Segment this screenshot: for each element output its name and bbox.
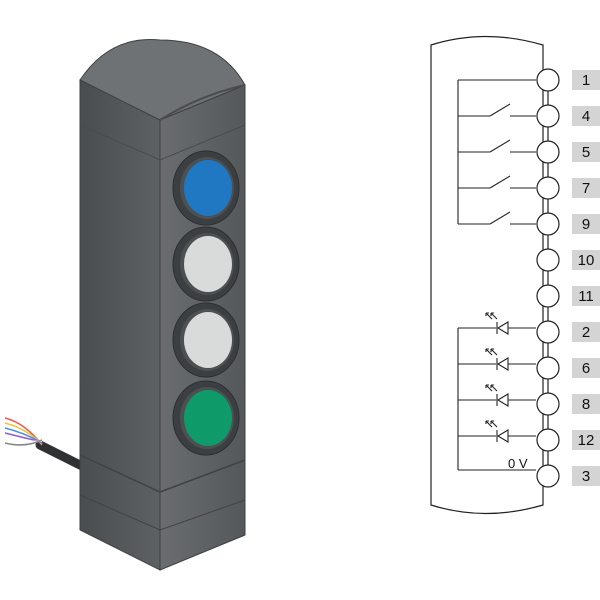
terminal-label-box — [572, 214, 600, 234]
led-symbol — [458, 312, 536, 335]
housing-side-face — [79, 79, 161, 571]
pushbutton-station-illustration — [4, 39, 246, 571]
terminal-label: 7 — [582, 180, 590, 197]
ground-label: 0 V — [508, 456, 528, 471]
terminal-circle — [536, 104, 560, 128]
terminal-4: 4 — [536, 104, 600, 128]
white-button-upper[interactable] — [172, 226, 240, 302]
terminal-label-box — [572, 358, 600, 378]
terminal-circle — [536, 212, 560, 236]
terminal-label-box — [572, 322, 600, 342]
terminal-label-box — [572, 70, 600, 90]
led-indicators — [457, 312, 536, 471]
schematic-housing-outline — [430, 35, 544, 515]
terminal-7: 7 — [536, 176, 600, 200]
blue-button[interactable] — [172, 150, 240, 226]
terminal-circle — [536, 68, 560, 92]
terminal-8: 8 — [536, 392, 600, 416]
terminal-circle — [536, 248, 560, 272]
terminal-label: 3 — [582, 468, 590, 485]
terminal-label: 12 — [578, 432, 595, 449]
green-button[interactable] — [172, 380, 240, 456]
terminal-circle — [536, 284, 560, 308]
terminal-2: 2 — [536, 320, 600, 344]
cable — [4, 417, 95, 475]
housing-top-cap — [79, 39, 246, 121]
terminal-label-box — [572, 250, 600, 270]
terminal-6: 6 — [536, 356, 600, 380]
terminal-circle — [536, 320, 560, 344]
led-symbol — [458, 384, 536, 407]
cable-wires — [4, 417, 43, 446]
terminal-9: 9 — [536, 212, 600, 236]
terminal-label: 2 — [582, 324, 590, 341]
terminal-label-box — [572, 394, 600, 414]
terminal-circle — [536, 176, 560, 200]
terminal-3: 3 — [536, 464, 600, 488]
terminal-circle — [536, 356, 560, 380]
terminal-circle — [536, 140, 560, 164]
terminal-label-box — [572, 430, 600, 450]
button-column — [172, 150, 240, 456]
terminal-label: 4 — [582, 108, 590, 125]
terminal-list: 1 4 5 7 9 10 11 2 6 8 12 3 — [536, 68, 600, 488]
terminal-label: 1 — [582, 72, 590, 89]
terminal-circle — [536, 428, 560, 452]
terminal-label: 8 — [582, 396, 590, 413]
terminal-10: 10 — [536, 248, 600, 272]
terminal-circle — [536, 464, 560, 488]
terminal-label: 11 — [578, 288, 594, 305]
terminal-5: 5 — [536, 140, 600, 164]
terminal-label: 10 — [578, 252, 595, 269]
led-symbol — [458, 420, 536, 443]
terminal-label-box — [572, 466, 600, 486]
white-button-lower[interactable] — [172, 302, 240, 378]
terminal-circle — [536, 392, 560, 416]
terminal-label-box — [572, 106, 600, 126]
terminal-12: 12 — [536, 428, 600, 452]
switch-contacts — [457, 79, 536, 225]
terminal-11: 11 — [536, 284, 600, 308]
terminal-1: 1 — [536, 68, 600, 92]
cable-wire — [4, 439, 43, 446]
terminal-label: 5 — [582, 144, 590, 161]
terminal-label-box — [572, 178, 600, 198]
terminal-label: 6 — [582, 360, 590, 377]
wiring-schematic: 0 V 1 4 5 7 9 10 11 2 6 8 12 3 — [430, 35, 600, 515]
terminal-label-box — [572, 286, 600, 306]
led-symbol — [458, 348, 536, 371]
terminal-label-box — [572, 142, 600, 162]
terminal-label: 9 — [582, 216, 590, 233]
